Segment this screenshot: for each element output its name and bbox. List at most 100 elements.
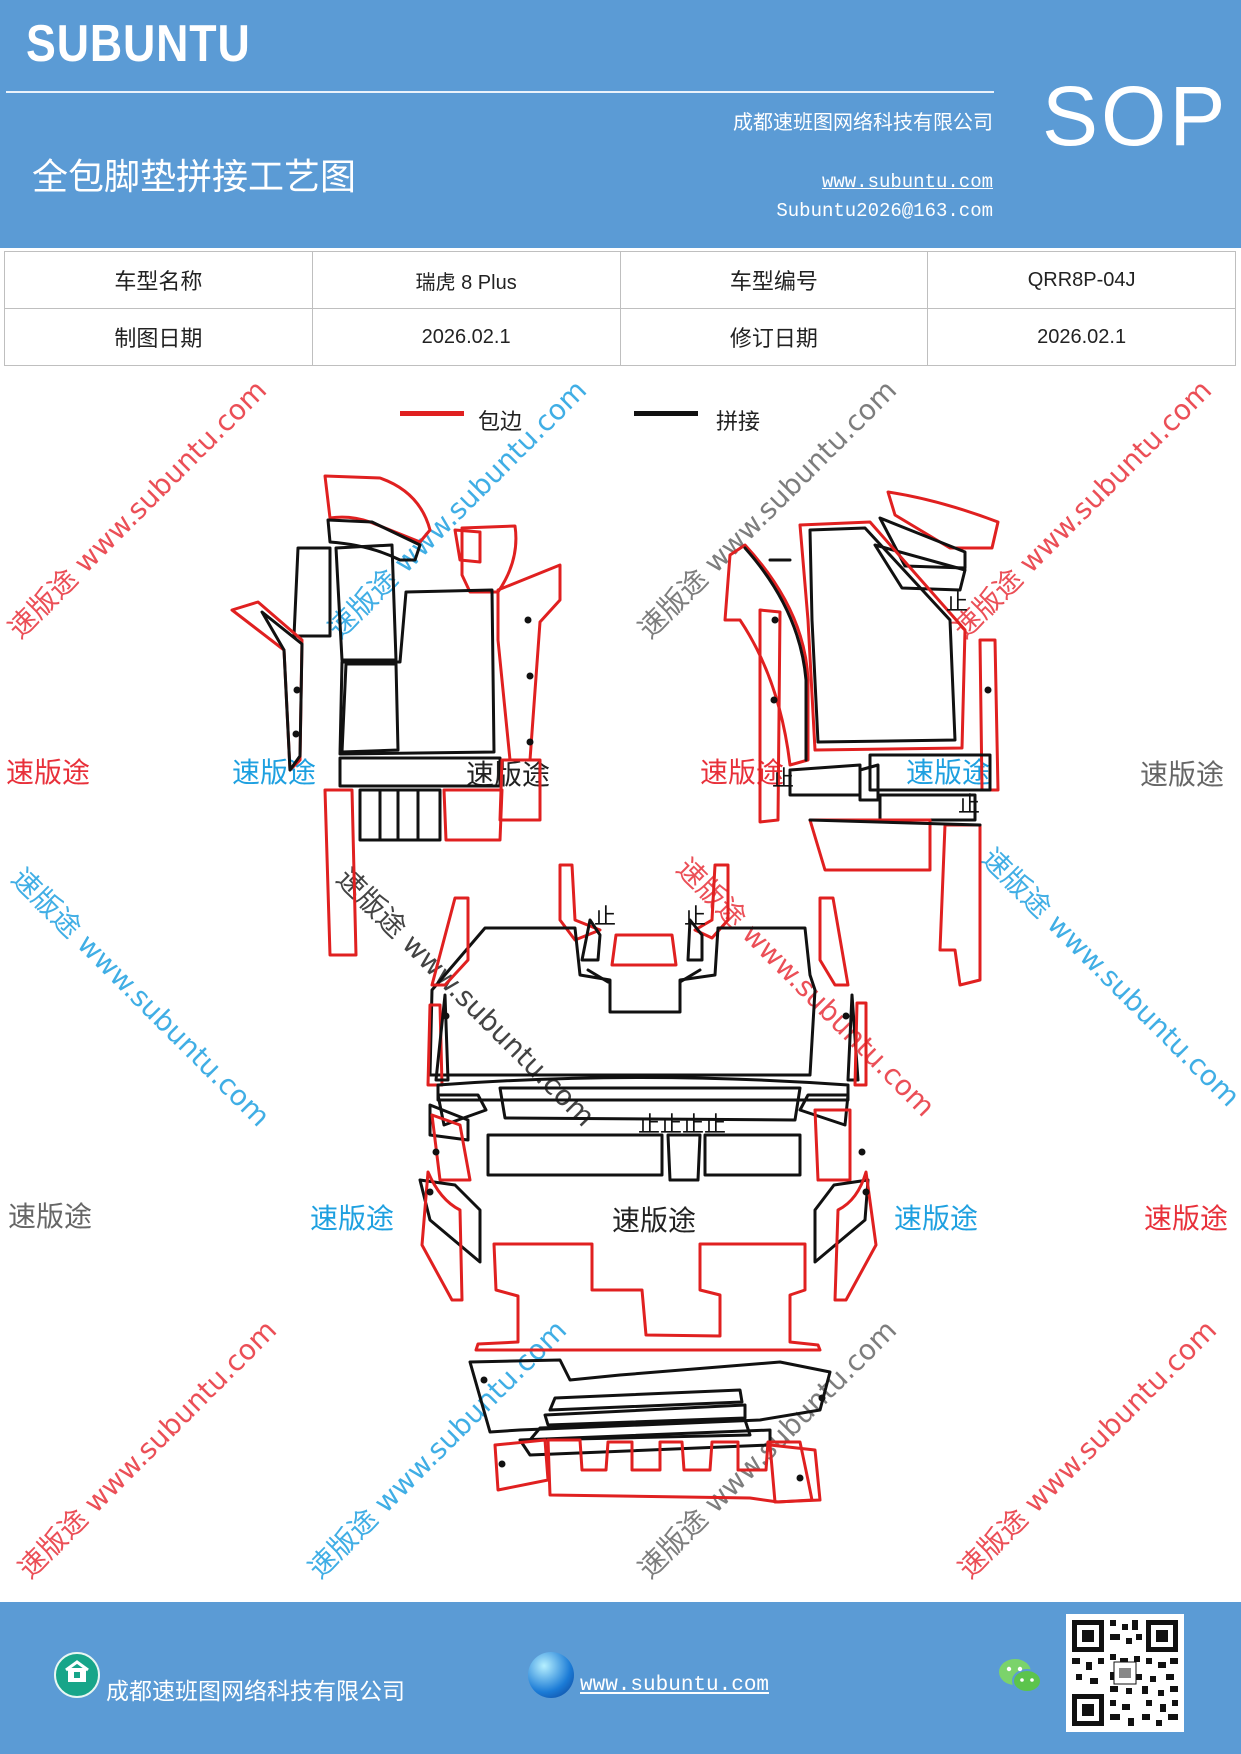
watermark-diagonal: 速版途 www.subuntu.com — [947, 373, 1219, 645]
clip-dot — [862, 1188, 870, 1196]
legend-label-wrap-edge: 包边 — [478, 410, 523, 435]
mat-piece — [543, 1403, 747, 1427]
watermark-diagonal: 速版途 www.subuntu.com — [302, 1313, 574, 1585]
clip-dots — [292, 616, 992, 1482]
mat-piece — [338, 588, 496, 756]
table-label: 车型名称 — [4, 251, 313, 309]
mat-piece — [358, 788, 442, 842]
mat-piece — [938, 823, 982, 987]
table-value: 2026.02.1 — [311, 308, 621, 366]
table-row: 制图日期 2026.02.1 修订日期 2026.02.1 — [4, 308, 1236, 366]
mat-piece — [558, 863, 602, 942]
front-left-mat — [230, 474, 562, 957]
globe-icon — [528, 1652, 574, 1698]
home-badge-icon — [54, 1652, 100, 1698]
legend-black-line — [634, 411, 698, 416]
mat-piece — [666, 1133, 702, 1182]
clip-dot — [292, 730, 300, 738]
mat-piece — [833, 1170, 878, 1302]
mat-piece — [326, 518, 422, 562]
mat-piece — [486, 1133, 664, 1177]
clip-dot — [442, 1012, 450, 1020]
watermark-diagonal: 速版途 www.subuntu.com — [952, 1313, 1224, 1585]
watermark-brand: 速版途 — [700, 756, 784, 789]
brand-logo: SUBUNTU — [26, 15, 251, 73]
mat-piece — [428, 926, 817, 1077]
mat-piece — [528, 1418, 752, 1442]
mat-piece — [703, 1133, 802, 1177]
mat-piece — [420, 1170, 464, 1302]
table-label: 修订日期 — [619, 308, 929, 366]
wechat-icon[interactable] — [996, 1654, 1044, 1698]
table-value: 瑞虎 8 Plus — [311, 251, 621, 309]
clip-dot — [426, 1188, 434, 1196]
header-company: 成都速班图网络科技有限公司 — [733, 110, 993, 134]
watermark-brand: 速版途 — [232, 756, 316, 789]
legend-red-line — [400, 411, 464, 416]
rear-mat — [468, 1242, 832, 1504]
mat-piece — [693, 863, 730, 940]
mat-piece — [813, 1178, 870, 1264]
mat-piece — [323, 474, 432, 544]
mat-piece — [498, 758, 542, 822]
mat-piece — [586, 968, 702, 984]
mat-piece — [808, 818, 932, 872]
footer-company: 成都速班图网络科技有限公司 — [106, 1679, 405, 1705]
mat-piece — [442, 788, 504, 842]
stop-marks: 止 止 止 止 止 止止止止 — [594, 591, 980, 1138]
mat-piece — [260, 610, 304, 772]
mat-piece — [474, 1242, 822, 1352]
table-label: 车型编号 — [619, 251, 929, 309]
watermark-brand: 速版途 — [1144, 1202, 1228, 1235]
stop-mark: 止 — [946, 591, 968, 616]
mat-piece — [743, 546, 808, 762]
watermark-layer: 速版途 www.subuntu.com 速版途 www.subuntu.com … — [2, 373, 1241, 1585]
header-website-link[interactable]: www.subuntu.com — [821, 171, 993, 193]
mat-piece — [758, 608, 782, 824]
mat-piece — [808, 818, 982, 827]
vehicle-info-table: 车型名称 瑞虎 8 Plus 车型编号 QRR8P-04J 制图日期 2026.… — [4, 251, 1236, 366]
watermark-brand: 速版途 — [894, 1202, 978, 1235]
clip-dot — [858, 1148, 866, 1156]
sop-badge: SOP — [1042, 69, 1229, 163]
clip-dot — [796, 1474, 804, 1482]
page-footer: 成都速班图网络科技有限公司 www.subuntu.com — [0, 1602, 1241, 1754]
mat-piece — [378, 788, 420, 842]
mat-piece — [548, 1388, 744, 1412]
page-header: SUBUNTU 成都速班图网络科技有限公司 全包脚垫拼接工艺图 www.subu… — [0, 0, 1241, 248]
stop-mark: 止 — [958, 793, 980, 818]
header-email: Subuntu2026@163.com — [776, 200, 993, 222]
mat-piece — [292, 546, 332, 638]
stop-mark: 止 — [594, 905, 616, 930]
table-value: 2026.02.1 — [927, 308, 1236, 366]
watermark-brand: 速版途 — [310, 1202, 394, 1235]
mat-piece — [798, 1093, 850, 1127]
watermark-brand: 速版途 — [906, 756, 990, 789]
watermark-diagonal: 速版途 www.subuntu.com — [2, 373, 274, 645]
mat-piece — [788, 763, 862, 797]
watermark-brand: 速版途 — [612, 1204, 696, 1237]
header-divider — [6, 91, 994, 93]
mat-piece — [334, 543, 398, 662]
mat-piece — [498, 1086, 802, 1122]
mat-piece — [723, 543, 810, 767]
watermark-diagonal: 速版途 www.subuntu.com — [12, 1313, 284, 1585]
watermark-brand: 速版途 — [1140, 758, 1224, 791]
clip-dot — [818, 1394, 826, 1402]
watermark-diagonal: 速版途 www.subuntu.com — [975, 842, 1241, 1114]
legend: 包边 拼接 — [400, 404, 840, 435]
clip-dot — [498, 1460, 506, 1468]
mat-piece — [340, 662, 400, 754]
watermark-diagonal: 速版途 www.subuntu.com — [632, 373, 904, 645]
mat-piece — [453, 528, 482, 564]
watermark-diagonal: 速版途 www.subuntu.com — [322, 373, 594, 645]
mat-piece — [686, 918, 704, 962]
mat-piece — [436, 1076, 850, 1102]
mat-piece — [808, 526, 957, 744]
table-value: QRR8P-04J — [927, 251, 1236, 309]
mat-piece — [580, 918, 602, 962]
middle-mat — [418, 863, 878, 1302]
footer-website-link[interactable]: www.subuntu.com — [580, 1674, 770, 1697]
watermark-brand: 速版途 — [8, 1200, 92, 1233]
mat-piece — [418, 1178, 482, 1264]
